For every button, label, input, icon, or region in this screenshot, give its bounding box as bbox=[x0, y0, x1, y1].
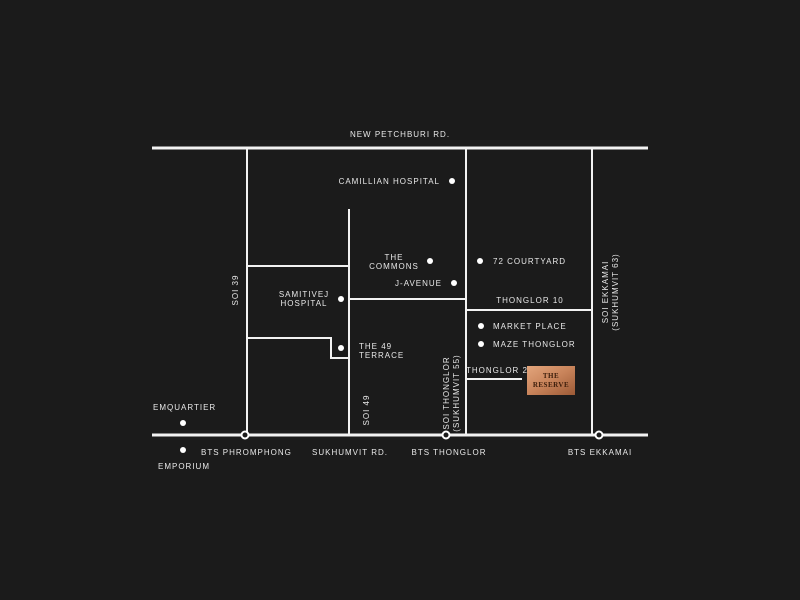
label-sukhumvit: SUKHUMVIT RD. bbox=[312, 448, 388, 457]
station-ekkamai-icon bbox=[594, 430, 604, 440]
label-commons-1: THE bbox=[385, 253, 404, 262]
marker-camillian bbox=[449, 178, 455, 184]
label-soi-49: SOI 49 bbox=[362, 395, 371, 426]
marker-72-courtyard bbox=[477, 258, 483, 264]
the-reserve-line2: RESERVE bbox=[533, 381, 569, 389]
label-camillian: CAMILLIAN HOSPITAL bbox=[339, 177, 440, 186]
label-j-avenue: J-AVENUE bbox=[395, 279, 442, 288]
label-49-terrace-2: TERRACE bbox=[359, 351, 404, 360]
label-emporium: EMPORIUM bbox=[158, 462, 210, 471]
label-emquartier: EMQUARTIER bbox=[153, 403, 216, 412]
label-maze-thonglor: MAZE THONGLOR bbox=[493, 340, 576, 349]
marker-j-avenue bbox=[451, 280, 457, 286]
label-soi-thonglor: SOI THONGLOR bbox=[442, 356, 451, 429]
label-samitivej-2: HOSPITAL bbox=[281, 299, 328, 308]
label-49-terrace-1: THE 49 bbox=[359, 342, 392, 351]
label-sukhumvit-63: (SUKHUMVIT 63) bbox=[611, 253, 620, 330]
marker-samitivej bbox=[338, 296, 344, 302]
label-samitivej-1: SAMITIVEJ bbox=[279, 290, 329, 299]
label-soi-ekkamai: SOI EKKAMAI bbox=[601, 261, 610, 324]
label-bts-phromphong: BTS PHROMPHONG bbox=[201, 448, 292, 457]
label-thonglor-2: THONGLOR 2 bbox=[466, 366, 528, 375]
label-soi-39: SOI 39 bbox=[231, 275, 240, 306]
label-thonglor-10: THONGLOR 10 bbox=[496, 296, 563, 305]
road-connector bbox=[247, 337, 349, 359]
the-reserve-box bbox=[527, 366, 575, 395]
the-reserve-marker: THE RESERVE bbox=[527, 366, 575, 395]
marker-emquartier bbox=[180, 420, 186, 426]
label-new-petchburi: NEW PETCHBURI RD. bbox=[350, 130, 450, 139]
label-commons-2: COMMONS bbox=[369, 262, 419, 271]
the-reserve-line1: THE bbox=[543, 372, 559, 380]
marker-market-place bbox=[478, 323, 484, 329]
station-phromphong-icon bbox=[240, 430, 250, 440]
marker-commons bbox=[427, 258, 433, 264]
marker-maze-thonglor bbox=[478, 341, 484, 347]
label-bts-ekkamai: BTS EKKAMAI bbox=[568, 448, 632, 457]
label-market-place: MARKET PLACE bbox=[493, 322, 567, 331]
marker-emporium bbox=[180, 447, 186, 453]
marker-49-terrace bbox=[338, 345, 344, 351]
label-bts-thonglor: BTS THONGLOR bbox=[412, 448, 487, 457]
station-thonglor-icon bbox=[441, 430, 451, 440]
label-72-courtyard: 72 COURTYARD bbox=[493, 257, 566, 266]
label-sukhumvit-55: (SUKHUMVIT 55) bbox=[452, 354, 461, 431]
